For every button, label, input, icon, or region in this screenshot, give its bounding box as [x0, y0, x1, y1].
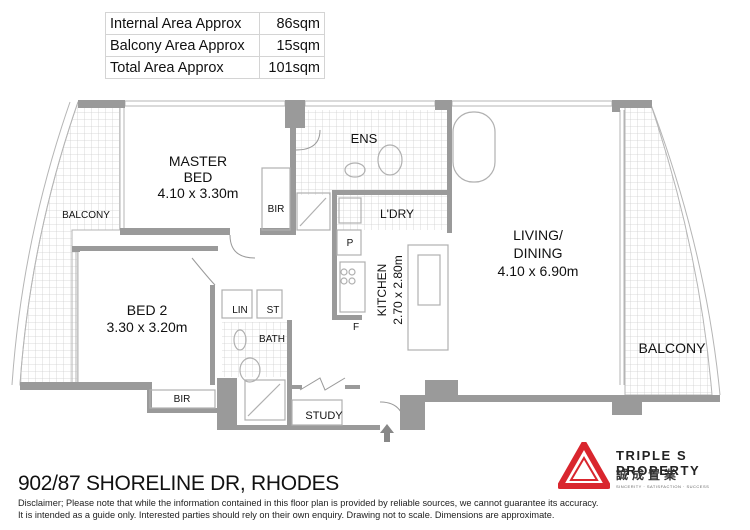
area-row-total: Total Area Approx 101sqm: [104, 56, 325, 79]
bed2-size: 3.30 x 3.20m: [107, 319, 188, 335]
living-size: 4.10 x 6.90m: [498, 263, 579, 279]
room-labels: MASTER BED 4.10 x 3.30m BED 2 3.30 x 3.2…: [62, 131, 706, 422]
bath-tiles: [222, 322, 287, 377]
entry-arrow-icon: [380, 424, 394, 442]
bir-bed2-label: BIR: [174, 394, 191, 405]
master-bed-label: MASTER: [169, 153, 227, 169]
area-row-internal: Internal Area Approx 86sqm: [104, 12, 325, 35]
linen-label: LIN: [232, 305, 248, 316]
bir-master-label: BIR: [268, 204, 285, 215]
master-bed-size: 4.10 x 3.30m: [158, 185, 239, 201]
balcony-left-label: BALCONY: [62, 210, 110, 221]
kitchen-size: 2.70 x 2.80m: [391, 255, 405, 324]
balcony-left: [11, 101, 121, 386]
disclaimer: Disclaimer; Please note that while the i…: [18, 497, 598, 521]
fridge-label: F: [353, 322, 359, 333]
laundry-label: L'DRY: [380, 207, 414, 221]
storage-label: ST: [267, 305, 280, 316]
balcony-right: [624, 101, 721, 396]
disclaimer-line-2: It is intended as a guide only. Interest…: [18, 510, 555, 520]
pantry-label: P: [347, 238, 354, 249]
area-label: Total Area Approx: [104, 56, 261, 79]
area-summary-table: Internal Area Approx 86sqm Balcony Area …: [104, 12, 325, 79]
ens-label: ENS: [351, 131, 378, 146]
door-swings: [191, 129, 406, 431]
disclaimer-line-1: Disclaimer; Please note that while the i…: [18, 498, 599, 508]
area-label: Internal Area Approx: [104, 12, 261, 35]
triple-s-logo: TRIPLE S PROPERTY 誠成置業 SINCERITY · SATIS…: [558, 438, 738, 498]
logo-tagline: SINCERITY · SATISFACTION · SUCCESS: [616, 484, 710, 489]
windows-top: [71, 100, 625, 385]
kitchen-label: KITCHEN: [375, 264, 389, 317]
living-label-2: DINING: [514, 245, 563, 261]
ensuite-tiles: [295, 110, 447, 195]
master-bed-label-2: BED: [184, 169, 213, 185]
floor-plan: MASTER BED 4.10 x 3.30m BED 2 3.30 x 3.2…: [11, 100, 721, 442]
triangle-logo-icon: [558, 442, 610, 489]
bed2-label: BED 2: [127, 302, 168, 318]
property-address: 902/87 SHORELINE DR, RHODES: [18, 472, 340, 495]
bath-label: BATH: [259, 334, 285, 345]
logo-chinese: 誠成置業: [616, 468, 681, 482]
area-value: 101sqm: [259, 56, 325, 79]
interior-lines: [149, 111, 496, 426]
logo-name: TRIPLE S PROPERTY: [616, 448, 701, 478]
study-label: STUDY: [305, 410, 343, 422]
balcony-right-label: BALCONY: [639, 340, 707, 356]
living-label: LIVING/: [513, 227, 563, 243]
